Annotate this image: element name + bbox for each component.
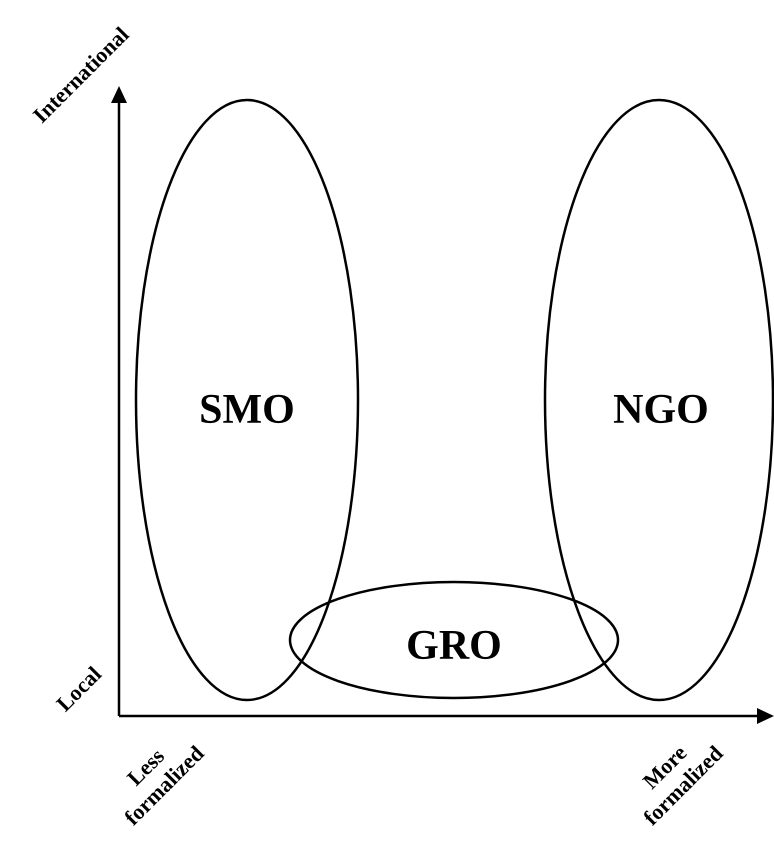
y-axis-top-label: International — [28, 22, 134, 128]
smo-ellipse — [134, 98, 360, 702]
y-axis-arrowhead — [111, 86, 127, 103]
smo-label: SMO — [199, 387, 295, 433]
ngo-ellipse — [543, 98, 774, 702]
y-axis-bottom-label: Local — [51, 661, 106, 716]
x-axis-arrowhead — [757, 708, 774, 724]
ngo-label: NGO — [613, 387, 709, 433]
x-axis-right-label: More formalized — [638, 740, 728, 830]
gro-ellipse — [288, 580, 620, 700]
x-axis-left-label-line2: formalized — [119, 741, 208, 830]
gro-label: GRO — [406, 623, 502, 669]
x-axis-left-label: Less formalized — [119, 741, 208, 830]
